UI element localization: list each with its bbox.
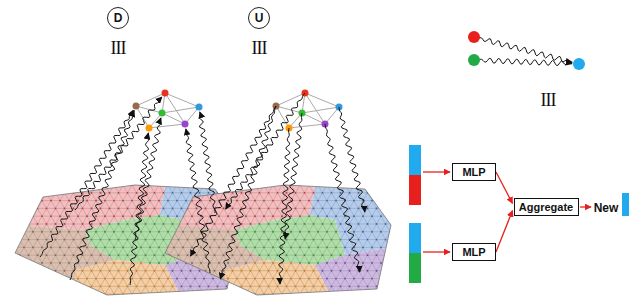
graph-edge — [136, 93, 165, 106]
graph-edge — [276, 106, 289, 128]
node-text: MLP — [462, 246, 485, 258]
wavy-arrow — [190, 106, 276, 256]
graph-vertex — [146, 125, 153, 132]
output-label: New — [594, 201, 619, 215]
coarse-graph — [133, 90, 203, 132]
label-holder: III — [111, 38, 126, 59]
coarse-graph — [273, 90, 343, 132]
graph-vertex — [182, 121, 189, 128]
graph-edge — [302, 107, 339, 113]
wavy-arrow — [200, 112, 215, 213]
feature-vertex — [468, 54, 480, 66]
flow-arrow — [580, 206, 591, 207]
mesh-vertices — [164, 231, 251, 297]
mesh-vertices — [236, 215, 341, 264]
label-holder: III — [541, 90, 556, 111]
feature-bar — [409, 175, 421, 205]
graph-vertex — [133, 103, 140, 110]
equivalence-mark: III — [111, 38, 126, 58]
mesh-vertices — [164, 184, 314, 225]
wavy-arrow — [70, 111, 134, 280]
feature-bar — [409, 223, 421, 253]
process-box: MLP — [452, 243, 496, 261]
flow-arrow — [496, 172, 513, 203]
graph-vertex — [196, 104, 203, 111]
feature-vertex — [468, 31, 480, 43]
graph-edge — [162, 107, 199, 113]
graph-vertex — [162, 90, 169, 97]
wavy-arrow — [186, 129, 210, 273]
flow-arrow — [423, 251, 450, 252]
wavy-arrow — [130, 133, 148, 285]
graph-edge — [289, 124, 325, 128]
wavy-arrow — [285, 113, 302, 239]
mesh — [152, 184, 413, 297]
feature-bar — [409, 145, 421, 175]
equivalence-mark: III — [252, 38, 267, 58]
process-box: Aggregate — [514, 198, 579, 216]
graph-edge — [165, 93, 185, 124]
graph-edge — [305, 93, 325, 124]
feature-bar — [409, 253, 421, 283]
process-box: MLP — [452, 163, 496, 181]
wavy-arrow — [220, 106, 276, 279]
feature-bar — [622, 193, 629, 216]
label-holder: New — [594, 198, 619, 216]
node-text: Aggregate — [519, 201, 573, 213]
wavy-arrow — [325, 124, 360, 272]
pooling-arrows — [40, 93, 365, 285]
graph-edge — [149, 124, 185, 128]
wavy-arrow — [474, 58, 572, 65]
feature-vertex — [573, 58, 585, 70]
equivalence-mark: III — [541, 90, 556, 110]
mesh-vertices — [14, 184, 164, 225]
flow-arrow — [496, 211, 513, 252]
wavy-arrow — [40, 110, 133, 257]
flow-arrow — [423, 171, 450, 172]
wavy-arrow — [279, 128, 290, 284]
mesh-vertices — [313, 184, 405, 248]
graph-vertex — [159, 110, 166, 117]
label-holder: III — [252, 38, 267, 59]
wavy-arrow — [339, 107, 365, 212]
operator-circle: D — [107, 7, 129, 29]
node-text: D — [114, 11, 123, 25]
message-sketch — [468, 31, 585, 70]
node-text: U — [255, 11, 264, 25]
operator-circle: U — [248, 7, 270, 29]
mesh-vertices — [14, 231, 101, 297]
node-text: MLP — [462, 166, 485, 178]
wavy-arrow — [226, 93, 305, 209]
